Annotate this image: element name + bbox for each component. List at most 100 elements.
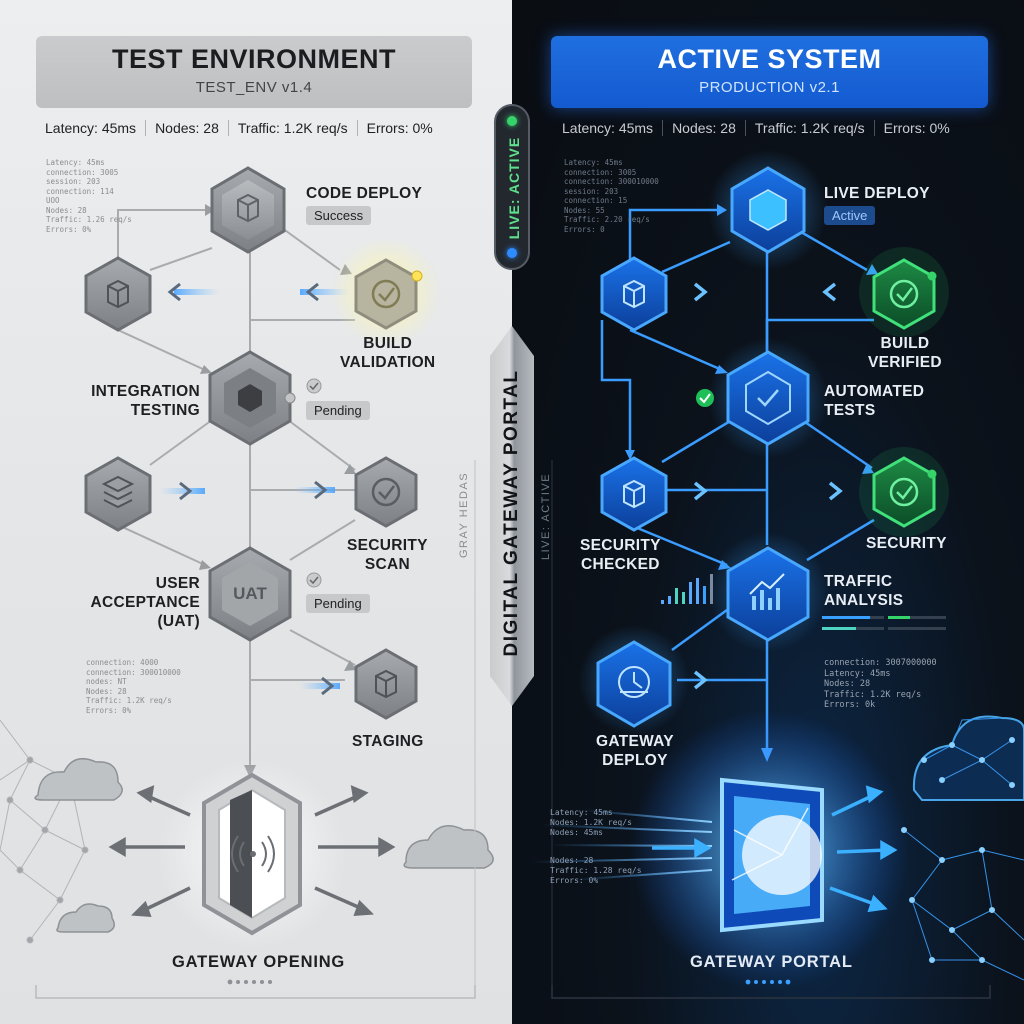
- node-live-deploy: [708, 150, 828, 270]
- vertical-title: DIGITAL GATEWAY PORTAL: [501, 369, 522, 657]
- panel-title: ACTIVE SYSTEM: [657, 44, 882, 74]
- gateway-opening-icon: [157, 760, 347, 950]
- node-build-validation: [331, 237, 441, 347]
- flow-arrows: [693, 282, 843, 690]
- label-build-validation: BUILD VALIDATION: [340, 335, 436, 371]
- side-label-right: LIVE: ACTIVE: [540, 472, 552, 560]
- live-status-pill: LIVE: ACTIVE: [494, 104, 530, 270]
- panel-subtitle: PRODUCTION v2.1: [699, 79, 840, 96]
- stat-nodes: Nodes: 28: [662, 120, 745, 136]
- label-integration-testing: INTEGRATION TESTING: [91, 383, 200, 419]
- check-icon: [699, 393, 711, 404]
- check-icon: [378, 287, 395, 302]
- badge-active: Active: [824, 206, 876, 225]
- node-automated-tests: [696, 338, 828, 458]
- cloud-icons: [34, 757, 494, 933]
- cloud-network: [903, 715, 1024, 981]
- stat-nodes: Nodes: 28: [145, 120, 228, 136]
- check-icon: [378, 485, 395, 500]
- cube-icon: [237, 193, 259, 223]
- label-code-deploy: CODE DEPLOY: [306, 185, 423, 202]
- gateway-icon: [620, 672, 648, 693]
- test-flow-diagram: UAT: [0, 166, 494, 999]
- gateway-arrows: [108, 785, 396, 917]
- node-security-scan: [354, 456, 418, 528]
- active-system-panel: ACTIVE SYSTEM PRODUCTION v2.1 Latency: 4…: [512, 0, 1024, 1024]
- check-icon: [757, 389, 779, 407]
- production-stats-bar: Latency: 45ms Nodes: 28 Traffic: 1.2K re…: [553, 120, 959, 136]
- status-dot: [411, 270, 423, 282]
- test-stats-bar: Latency: 45ms Nodes: 28 Traffic: 1.2K re…: [36, 120, 442, 136]
- label-security-checked: SECURITY CHECKED: [580, 537, 661, 573]
- panel-title: TEST ENVIRONMENT: [111, 44, 396, 74]
- live-active-text: LIVE: ACTIVE: [506, 136, 522, 240]
- svg-text:UAT: UAT: [233, 584, 267, 603]
- side-label-left: GRAY HEDAS: [458, 471, 470, 558]
- pagination-dots: [745, 979, 791, 985]
- node-gateway-deploy: [579, 625, 689, 735]
- check-icon: [896, 485, 913, 500]
- node-traffic-analysis: [708, 532, 828, 652]
- stat-traffic: Traffic: 1.2K req/s: [227, 120, 357, 136]
- node-staging: [354, 648, 418, 720]
- gateway-portal-icon: [531, 710, 910, 990]
- node-right-cube: [600, 256, 668, 332]
- stat-traffic: Traffic: 1.2K req/s: [744, 120, 874, 136]
- node-left-cube: [84, 256, 152, 332]
- check-icon: [896, 287, 913, 302]
- hexagon-icon: [749, 189, 787, 231]
- layers-icon: [101, 475, 135, 509]
- stat-errors: Errors: 0%: [873, 120, 959, 136]
- label-live-deploy: LIVE DEPLOY: [824, 185, 930, 202]
- label-build-verified: BUILD VERIFIED: [868, 335, 942, 371]
- label-automated-tests: AUTOMATED TESTS: [824, 383, 925, 419]
- portal-arrows: [652, 785, 898, 913]
- label-traffic-analysis: TRAFFIC ANALYSIS: [824, 573, 904, 609]
- status-light-blue: [507, 248, 517, 258]
- chart-icon: [749, 573, 785, 595]
- node-integration-testing: [208, 350, 322, 446]
- stat-errors: Errors: 0%: [356, 120, 442, 136]
- network-nodes: [901, 737, 1015, 963]
- label-gateway-deploy: GATEWAY DEPLOY: [596, 733, 674, 769]
- test-environment-title-box: TEST ENVIRONMENT TEST_ENV v1.4: [36, 36, 472, 108]
- active-system-title-box: ACTIVE SYSTEM PRODUCTION v2.1: [551, 36, 988, 108]
- progress-bars: [822, 616, 946, 630]
- check-icon: [309, 382, 319, 391]
- cube-icon: [623, 279, 645, 309]
- node-uat: UAT: [208, 546, 322, 642]
- label-security-scan: SECURITY SCAN: [347, 537, 428, 573]
- flow-arrows: [160, 282, 350, 696]
- label-user-acceptance: USER ACCEPTANCE (UAT): [90, 575, 200, 630]
- node-security: [859, 447, 949, 537]
- production-flow-diagram: [531, 150, 1024, 999]
- cube-icon: [375, 669, 397, 699]
- badge-pending-uat: Pending: [306, 594, 370, 613]
- label-gateway-opening: GATEWAY OPENING: [172, 953, 346, 971]
- mini-bar-chart: [661, 574, 713, 604]
- panel-subtitle: TEST_ENV v1.4: [195, 79, 313, 96]
- badge-success: Success: [306, 206, 372, 225]
- portal-spine: [490, 326, 534, 706]
- connector-lines: [117, 209, 356, 770]
- pagination-dots: [227, 979, 272, 985]
- light-streaks: [531, 809, 713, 881]
- test-environment-panel: UAT: [0, 0, 512, 1024]
- cube-icon: [107, 279, 129, 309]
- badge-pending-integration: Pending: [306, 401, 370, 420]
- label-gateway-portal: GATEWAY PORTAL: [690, 953, 853, 971]
- stat-latency: Latency: 45ms: [562, 120, 654, 136]
- cube-icon: [623, 479, 645, 509]
- node-left-layers: [84, 456, 152, 532]
- check-icon: [309, 576, 319, 585]
- label-staging: STAGING: [352, 733, 424, 750]
- network-mesh: [0, 719, 89, 944]
- node-build-verified: [859, 247, 949, 337]
- stat-latency: Latency: 45ms: [45, 120, 137, 136]
- node-security-checked: [600, 456, 668, 532]
- node-code-deploy: [210, 166, 286, 254]
